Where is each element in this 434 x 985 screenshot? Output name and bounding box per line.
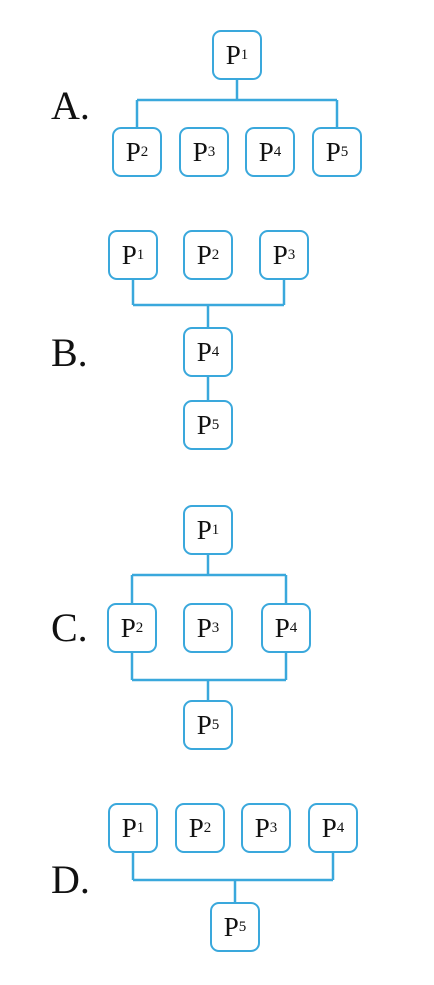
option-d-label: D. bbox=[51, 857, 90, 902]
option-a-label: A. bbox=[51, 83, 90, 128]
option-c-label: C. bbox=[51, 605, 88, 650]
option-b-label: B. bbox=[51, 330, 88, 375]
